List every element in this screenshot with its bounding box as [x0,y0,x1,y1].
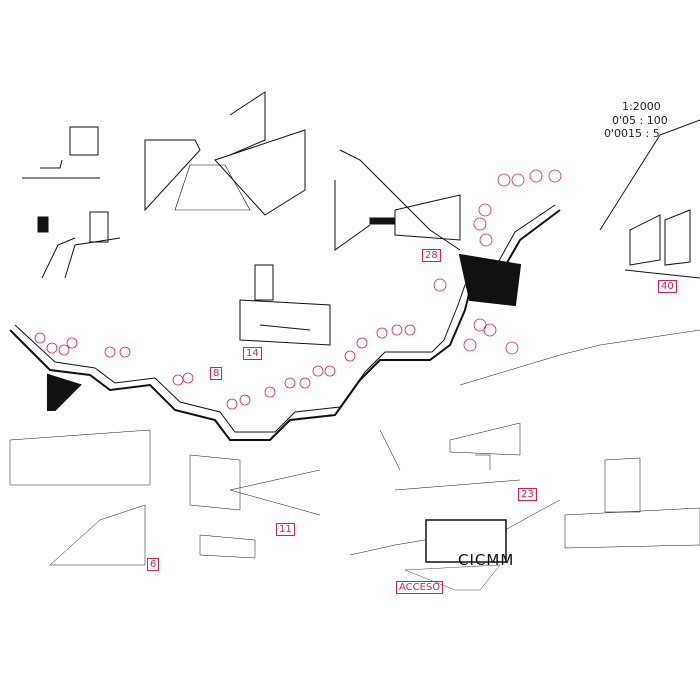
scale-note-3: 0'0015 : 5 [604,127,660,140]
view-label-23: 23 [518,488,537,501]
terrain-hatching [9,329,700,591]
sketch-view-40 [599,119,700,279]
view-label-6: 6 [147,558,160,571]
building-label: CICMM [458,551,515,569]
view-label-40: 40 [658,280,677,293]
sketch-view-14 [239,264,331,346]
scale-note-2: 0'05 : 100 [612,114,668,127]
view-label-28: 28 [422,249,441,262]
sketch-view-28 [334,149,461,251]
cicmm-building [425,519,507,563]
view-label-8: 8 [210,367,223,380]
sketch-view-street [144,91,306,216]
scale-note-1: 1:2000 [622,100,661,113]
access-label: ACCESO [396,581,444,594]
annotation-markers [34,169,562,410]
sketch-view-small-box [22,126,100,179]
view-label-14: 14 [243,347,262,360]
main-path [9,204,561,441]
sketch-view-path [37,211,121,279]
view-label-11: 11 [276,523,295,536]
